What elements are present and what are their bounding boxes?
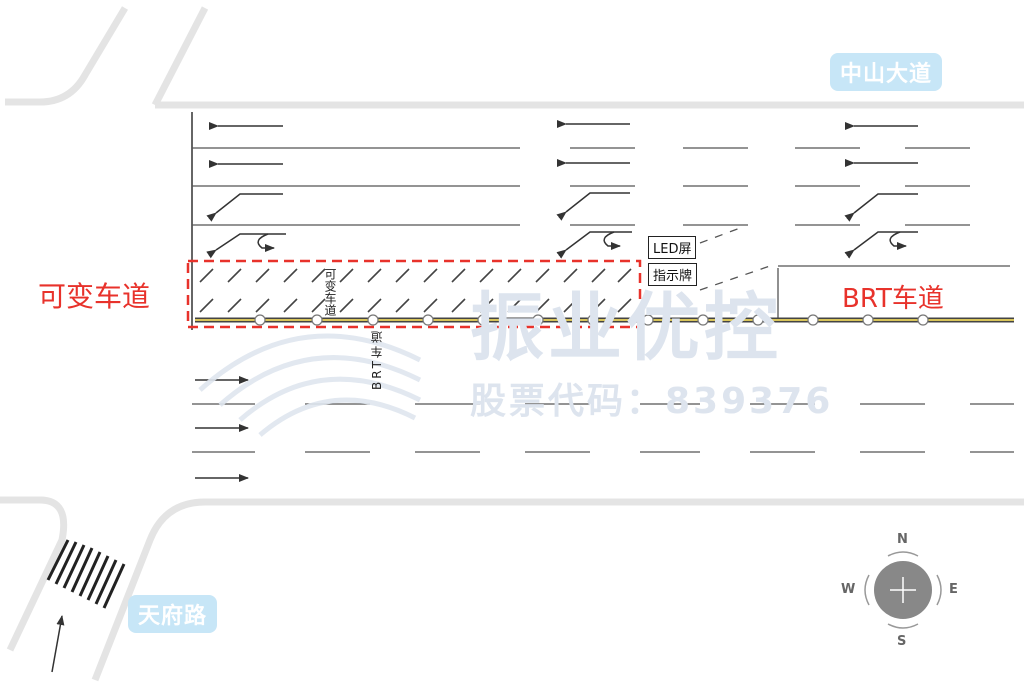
- variable-lane-label: 可变车道: [38, 280, 151, 313]
- brt-lane-border: [699, 227, 1010, 318]
- road-label-south: 天府路: [128, 595, 218, 633]
- compass-south: S: [897, 634, 907, 649]
- lane-lines-solid: [192, 147, 520, 226]
- watermark-logo: [198, 333, 422, 437]
- northbound-arrow: [51, 615, 65, 673]
- bollards: [254, 314, 929, 326]
- left-turn-arrows: [206, 192, 918, 222]
- watermark-company: 振业优控: [470, 285, 782, 371]
- compass-rose: [864, 551, 942, 629]
- sign-board-label: 指示牌: [648, 263, 698, 286]
- variable-lane-hatch: [199, 268, 632, 313]
- road-label-north: 中山大道: [830, 53, 943, 91]
- led-screen-label: LED屏: [648, 236, 697, 259]
- straight-arrows-west: [209, 120, 918, 168]
- eastbound-lane-lines: [192, 403, 1014, 453]
- variable-lane-frame: [186, 259, 642, 329]
- watermark-stock-code: 股票代码：839376: [470, 381, 834, 422]
- road-edges: [0, 6, 1024, 682]
- crosswalk: [46, 539, 126, 609]
- lane-lines-dashed: [570, 147, 970, 226]
- compass-east: E: [949, 582, 958, 597]
- compass-west: W: [841, 582, 856, 597]
- left-uturn-arrows: [206, 231, 918, 259]
- compass-north: N: [897, 532, 908, 547]
- straight-arrows-east: [195, 376, 249, 482]
- brt-lane-label: BRT车道: [842, 284, 944, 314]
- brt-lane-marking: BRT车道: [370, 328, 384, 391]
- variable-lane-marking: 可变车道: [323, 268, 337, 316]
